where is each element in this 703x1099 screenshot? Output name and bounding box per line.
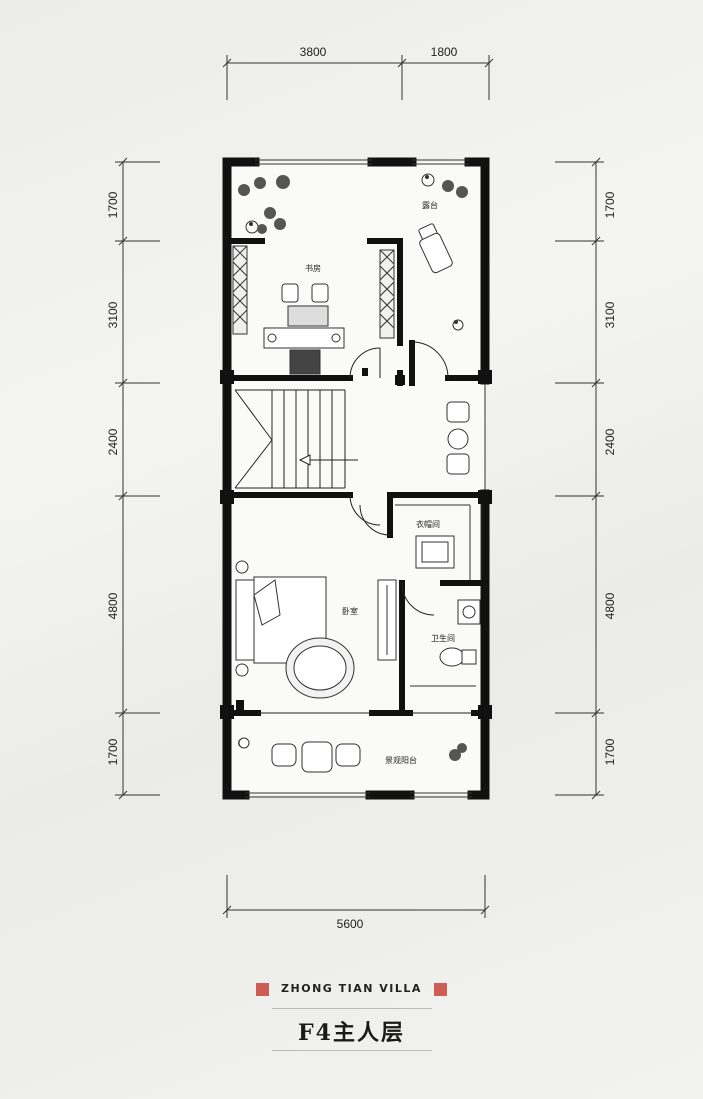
dim-bottom-1: 5600 <box>337 917 364 931</box>
dim-left-2: 3100 <box>106 301 120 328</box>
door-swings <box>258 341 474 714</box>
closet-fixtures <box>395 504 471 580</box>
seal-icon-right <box>433 982 447 996</box>
dim-left-3: 2400 <box>106 428 120 455</box>
dim-right-2: 3100 <box>603 301 617 328</box>
room-label-balcony: 景观阳台 <box>385 755 417 765</box>
hall-seating <box>446 401 470 475</box>
study-furniture <box>232 245 395 375</box>
bedroom-furniture <box>235 560 397 699</box>
dim-top-2: 1800 <box>431 45 458 59</box>
dimension-lines <box>115 55 604 918</box>
dim-top-1: 3800 <box>300 45 327 59</box>
dim-left-5: 1700 <box>106 738 120 765</box>
room-label-study: 书房 <box>305 263 321 273</box>
seal-icon-left <box>256 982 270 996</box>
dim-left-4: 4800 <box>106 592 120 619</box>
exterior-walls <box>222 157 490 800</box>
windows <box>245 159 486 798</box>
staircase <box>234 389 358 489</box>
dim-left-1: 1700 <box>106 191 120 218</box>
terrace-furniture <box>245 173 464 331</box>
room-label-bathroom: 卫生间 <box>431 633 455 643</box>
bathroom-fixtures <box>410 599 481 687</box>
divider-bottom <box>272 1050 432 1051</box>
balcony-furniture <box>238 737 361 773</box>
room-label-closet: 衣帽间 <box>416 519 440 529</box>
wall-columns <box>220 368 492 719</box>
dim-right-1: 1700 <box>603 191 617 218</box>
brand-line: ZHONG TIAN VILLA <box>0 982 703 996</box>
divider-top <box>272 1008 432 1009</box>
dim-right-3: 2400 <box>603 428 617 455</box>
floor-title: F4主人层 <box>298 1020 405 1046</box>
room-label-terrace: 露台 <box>422 200 438 210</box>
room-label-bedroom: 卧室 <box>342 606 358 616</box>
dim-right-5: 1700 <box>603 738 617 765</box>
dim-right-4: 4800 <box>603 592 617 619</box>
brand-name: ZHONG TIAN VILLA <box>281 982 422 995</box>
